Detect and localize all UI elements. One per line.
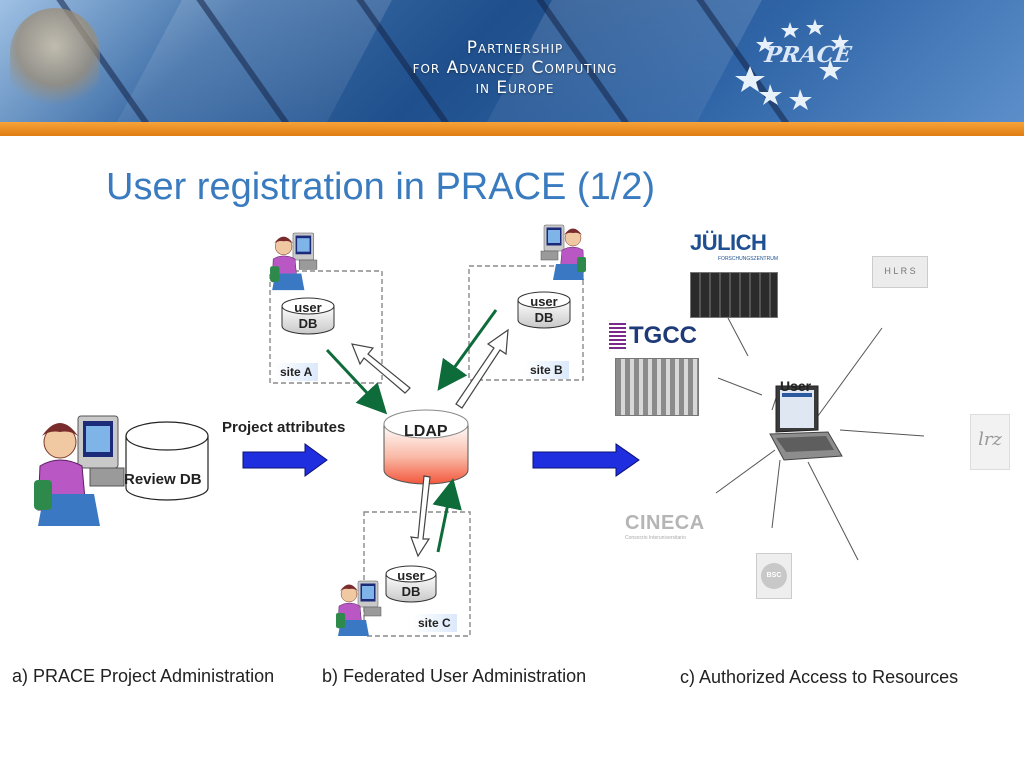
julich-sub: FORSCHUNGSZENTRUM — [718, 256, 778, 262]
julich-logo: JÜLICH FORSCHUNGSZENTRUM — [690, 230, 778, 262]
cineca-name: CINECA — [625, 512, 705, 534]
site-b-box — [468, 265, 584, 381]
green-arrow-site-a-to-ldap — [325, 348, 388, 415]
banner-person-photo — [10, 8, 100, 118]
header-orange-bar — [0, 122, 1024, 136]
tgcc-name: TGCC — [629, 322, 697, 349]
site-b-label: site B — [524, 361, 569, 379]
laptop-icon — [769, 385, 843, 461]
review-db-cylinder — [125, 421, 209, 501]
blue-arrow-right — [532, 443, 640, 477]
org-name: Partnership for Advanced Computing in Eu… — [355, 38, 675, 98]
site-a-db-line1: user — [294, 300, 322, 315]
site-b-user-db — [517, 291, 571, 329]
org-name-line1: Partnership — [466, 38, 564, 58]
site-a-db-label: user DB — [282, 300, 334, 332]
site-c-user-db — [385, 565, 437, 603]
caption-c: c) Authorized Access to Resources — [680, 667, 959, 687]
cineca-sub: Consorzio Interuniversitario — [625, 535, 686, 541]
hlrs-name: H L R S — [884, 266, 916, 276]
hollow-arrow-ldap-to-site-c — [410, 475, 431, 558]
site-c-label: site C — [412, 614, 457, 632]
prace-stars-icon — [735, 19, 849, 110]
site-b-db-line1: user — [530, 294, 558, 309]
site-c-db-line1: user — [397, 568, 425, 583]
site-a-db-line2: DB — [298, 316, 318, 331]
lrz-name: lrz — [978, 429, 1002, 450]
org-name-line2: for Advanced Computing — [412, 58, 618, 78]
user-label: User — [780, 378, 812, 394]
site-c-db-line2: DB — [401, 584, 421, 599]
site-b-db-label: user DB — [518, 294, 570, 326]
site-a-person-icon — [270, 232, 318, 291]
julich-server-photo — [690, 272, 778, 318]
site-c-db-label: user DB — [386, 568, 436, 600]
header-banner: Partnership for Advanced Computing in Eu… — [0, 0, 1024, 122]
green-arrow-site-c-to-ldap — [432, 478, 462, 553]
bsc-name: BSC — [761, 563, 787, 589]
hollow-arrow-ldap-to-site-a — [351, 343, 411, 394]
site-a-user-db — [281, 297, 335, 335]
caption-b: b) Federated User Administration — [322, 666, 587, 686]
tgcc-server-photo — [615, 358, 699, 416]
site-a-label: site A — [274, 363, 319, 381]
bsc-logo: BSC — [756, 553, 792, 599]
cineca-logo: CINECA Consorzio Interuniversitario — [625, 512, 705, 541]
hollow-arrow-ldap-to-site-b — [455, 328, 509, 409]
ldap-label: LDAP — [404, 423, 448, 440]
caption-a: a) PRACE Project Administration — [12, 666, 275, 686]
ldap-cylinder — [383, 409, 469, 485]
lrz-logo: lrz — [970, 414, 1010, 470]
hlrs-logo: H L R S — [872, 256, 928, 288]
blue-arrow-left — [242, 443, 328, 477]
green-arrow-site-b-to-ldap — [437, 309, 498, 391]
resource-links — [715, 317, 925, 561]
site-c-person-icon — [336, 580, 382, 636]
site-b-person-icon — [540, 224, 586, 280]
site-a-box — [269, 270, 383, 384]
site-b-db-line2: DB — [534, 310, 554, 325]
julich-name: JÜLICH — [690, 230, 767, 255]
slide-title: User registration in PRACE (1/2) — [106, 166, 656, 208]
tgcc-logo: TGCC — [609, 322, 697, 350]
review-db-label: Review DB — [124, 471, 202, 488]
admin-person-icon — [34, 415, 125, 526]
org-name-line3: in Europe — [475, 78, 555, 98]
project-attributes-label: Project attributes — [222, 419, 346, 436]
tgcc-grid-icon — [609, 323, 626, 349]
site-c-box — [363, 511, 471, 637]
